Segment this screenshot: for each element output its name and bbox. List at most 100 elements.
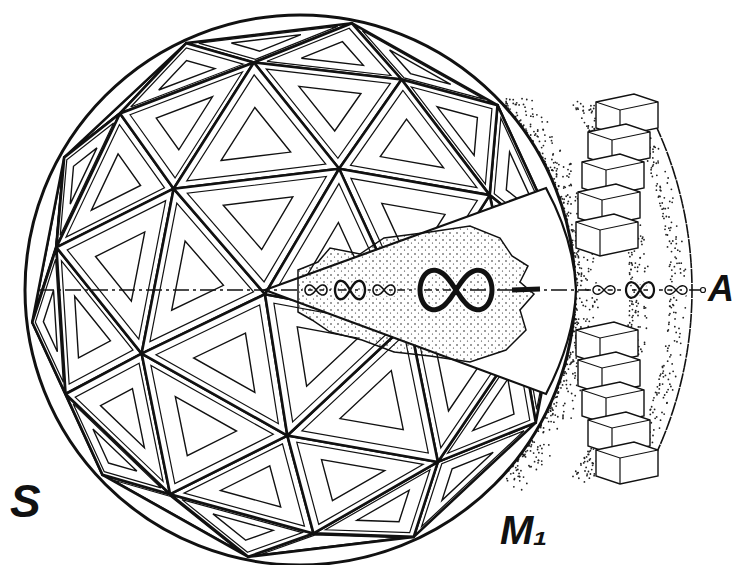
stipple-dot <box>584 457 586 459</box>
stipple-dot <box>663 365 665 367</box>
stipple-dot <box>506 103 508 105</box>
stipple-dot <box>582 109 584 111</box>
stipple-dot <box>507 480 509 482</box>
stipple-dot <box>530 134 532 136</box>
stipple-dot <box>594 301 596 303</box>
stipple-dot <box>560 387 562 389</box>
stipple-dot <box>541 460 543 462</box>
stipple-dot <box>556 174 558 176</box>
stipple-dot <box>523 476 525 478</box>
stipple-dot <box>577 291 579 293</box>
stipple-dot <box>523 124 525 126</box>
stipple-dot <box>538 452 540 454</box>
stipple-dot <box>575 252 577 254</box>
stipple-dot <box>563 380 565 382</box>
panel-inset <box>172 241 224 310</box>
prism-edge <box>578 360 640 368</box>
axis-emitter <box>512 289 540 290</box>
stipple-dot <box>566 380 568 382</box>
stipple-dot <box>571 229 573 231</box>
stipple-dot <box>565 195 567 197</box>
stipple-dot <box>679 268 681 270</box>
stipple-dot <box>676 262 678 264</box>
stipple-dot <box>570 170 572 172</box>
stipple-dot <box>593 257 595 259</box>
knot-symbol <box>373 285 395 295</box>
stipple-dot <box>541 147 543 149</box>
stipple-dot <box>641 243 643 245</box>
stipple-dot <box>633 291 635 293</box>
stipple-dot <box>578 257 580 259</box>
stipple-dot <box>542 129 544 131</box>
stipple-dot <box>549 409 551 411</box>
stipple-dot <box>672 197 674 199</box>
stipple-dot <box>655 162 657 164</box>
stipple-dot <box>517 475 519 477</box>
stipple-dot <box>677 249 679 251</box>
stipple-dot <box>578 264 580 266</box>
geodesic-panel <box>142 294 288 435</box>
knot-loop <box>305 285 327 295</box>
stipple-dot <box>537 446 539 448</box>
stipple-dot <box>656 183 658 185</box>
stipple-dot <box>670 242 672 244</box>
stipple-dot <box>550 410 552 412</box>
stipple-dot <box>665 375 667 377</box>
stipple-dot <box>534 461 536 463</box>
stipple-dot <box>556 396 558 398</box>
knot-symbol <box>593 286 615 294</box>
prism-edge <box>576 330 638 338</box>
stipple-dot <box>544 134 546 136</box>
stipple-dot <box>523 104 525 106</box>
stipple-dot <box>583 256 585 258</box>
stipple-dot <box>510 473 512 475</box>
stipple-dot <box>670 278 672 280</box>
stipple-dot <box>578 250 580 252</box>
stipple-dot <box>629 310 631 312</box>
stipple-dot <box>525 110 527 112</box>
stipple-dot <box>556 396 558 398</box>
stipple-dot <box>649 414 651 416</box>
stipple-dot <box>629 273 631 275</box>
stipple-dot <box>581 280 583 282</box>
stipple-dot <box>592 463 594 465</box>
stipple-dot <box>519 480 521 482</box>
stipple-dot <box>517 465 519 467</box>
stipple-dot <box>581 117 583 119</box>
stipple-dot <box>537 130 539 132</box>
panel-inset <box>321 460 384 501</box>
axis-end <box>701 288 706 293</box>
stipple-dot <box>518 104 520 106</box>
stipple-dot <box>679 336 681 338</box>
stipple-dot <box>669 313 671 315</box>
stipple-dot <box>539 140 541 142</box>
stipple-dot <box>521 98 523 100</box>
stipple-dot <box>667 347 669 349</box>
stipple-dot <box>671 269 673 271</box>
panel-inset <box>223 197 293 250</box>
stipple-dot <box>533 131 535 133</box>
stipple-dot <box>652 442 654 444</box>
stipple-dot <box>592 464 594 466</box>
stipple-dot <box>554 167 556 169</box>
stipple-dot <box>593 473 595 475</box>
stipple-dot <box>530 126 532 128</box>
stipple-dot <box>630 262 632 264</box>
stipple-dot <box>569 163 571 165</box>
stipple-dot <box>538 459 540 461</box>
stipple-dot <box>568 368 570 370</box>
stipple-dot <box>661 208 663 210</box>
prism-outline <box>596 442 658 484</box>
stipple-dot <box>661 412 663 414</box>
stipple-dot <box>580 463 582 465</box>
stipple-dot <box>561 198 563 200</box>
stipple-dot <box>551 159 553 161</box>
stipple-dot <box>582 110 584 112</box>
stipple-dot <box>670 227 672 229</box>
stipple-dot <box>629 305 631 307</box>
stipple-dot <box>678 328 680 330</box>
stipple-dot <box>572 351 574 353</box>
stipple-dot <box>574 330 576 332</box>
stipple-dot <box>664 225 666 227</box>
prism-edge <box>576 222 638 230</box>
